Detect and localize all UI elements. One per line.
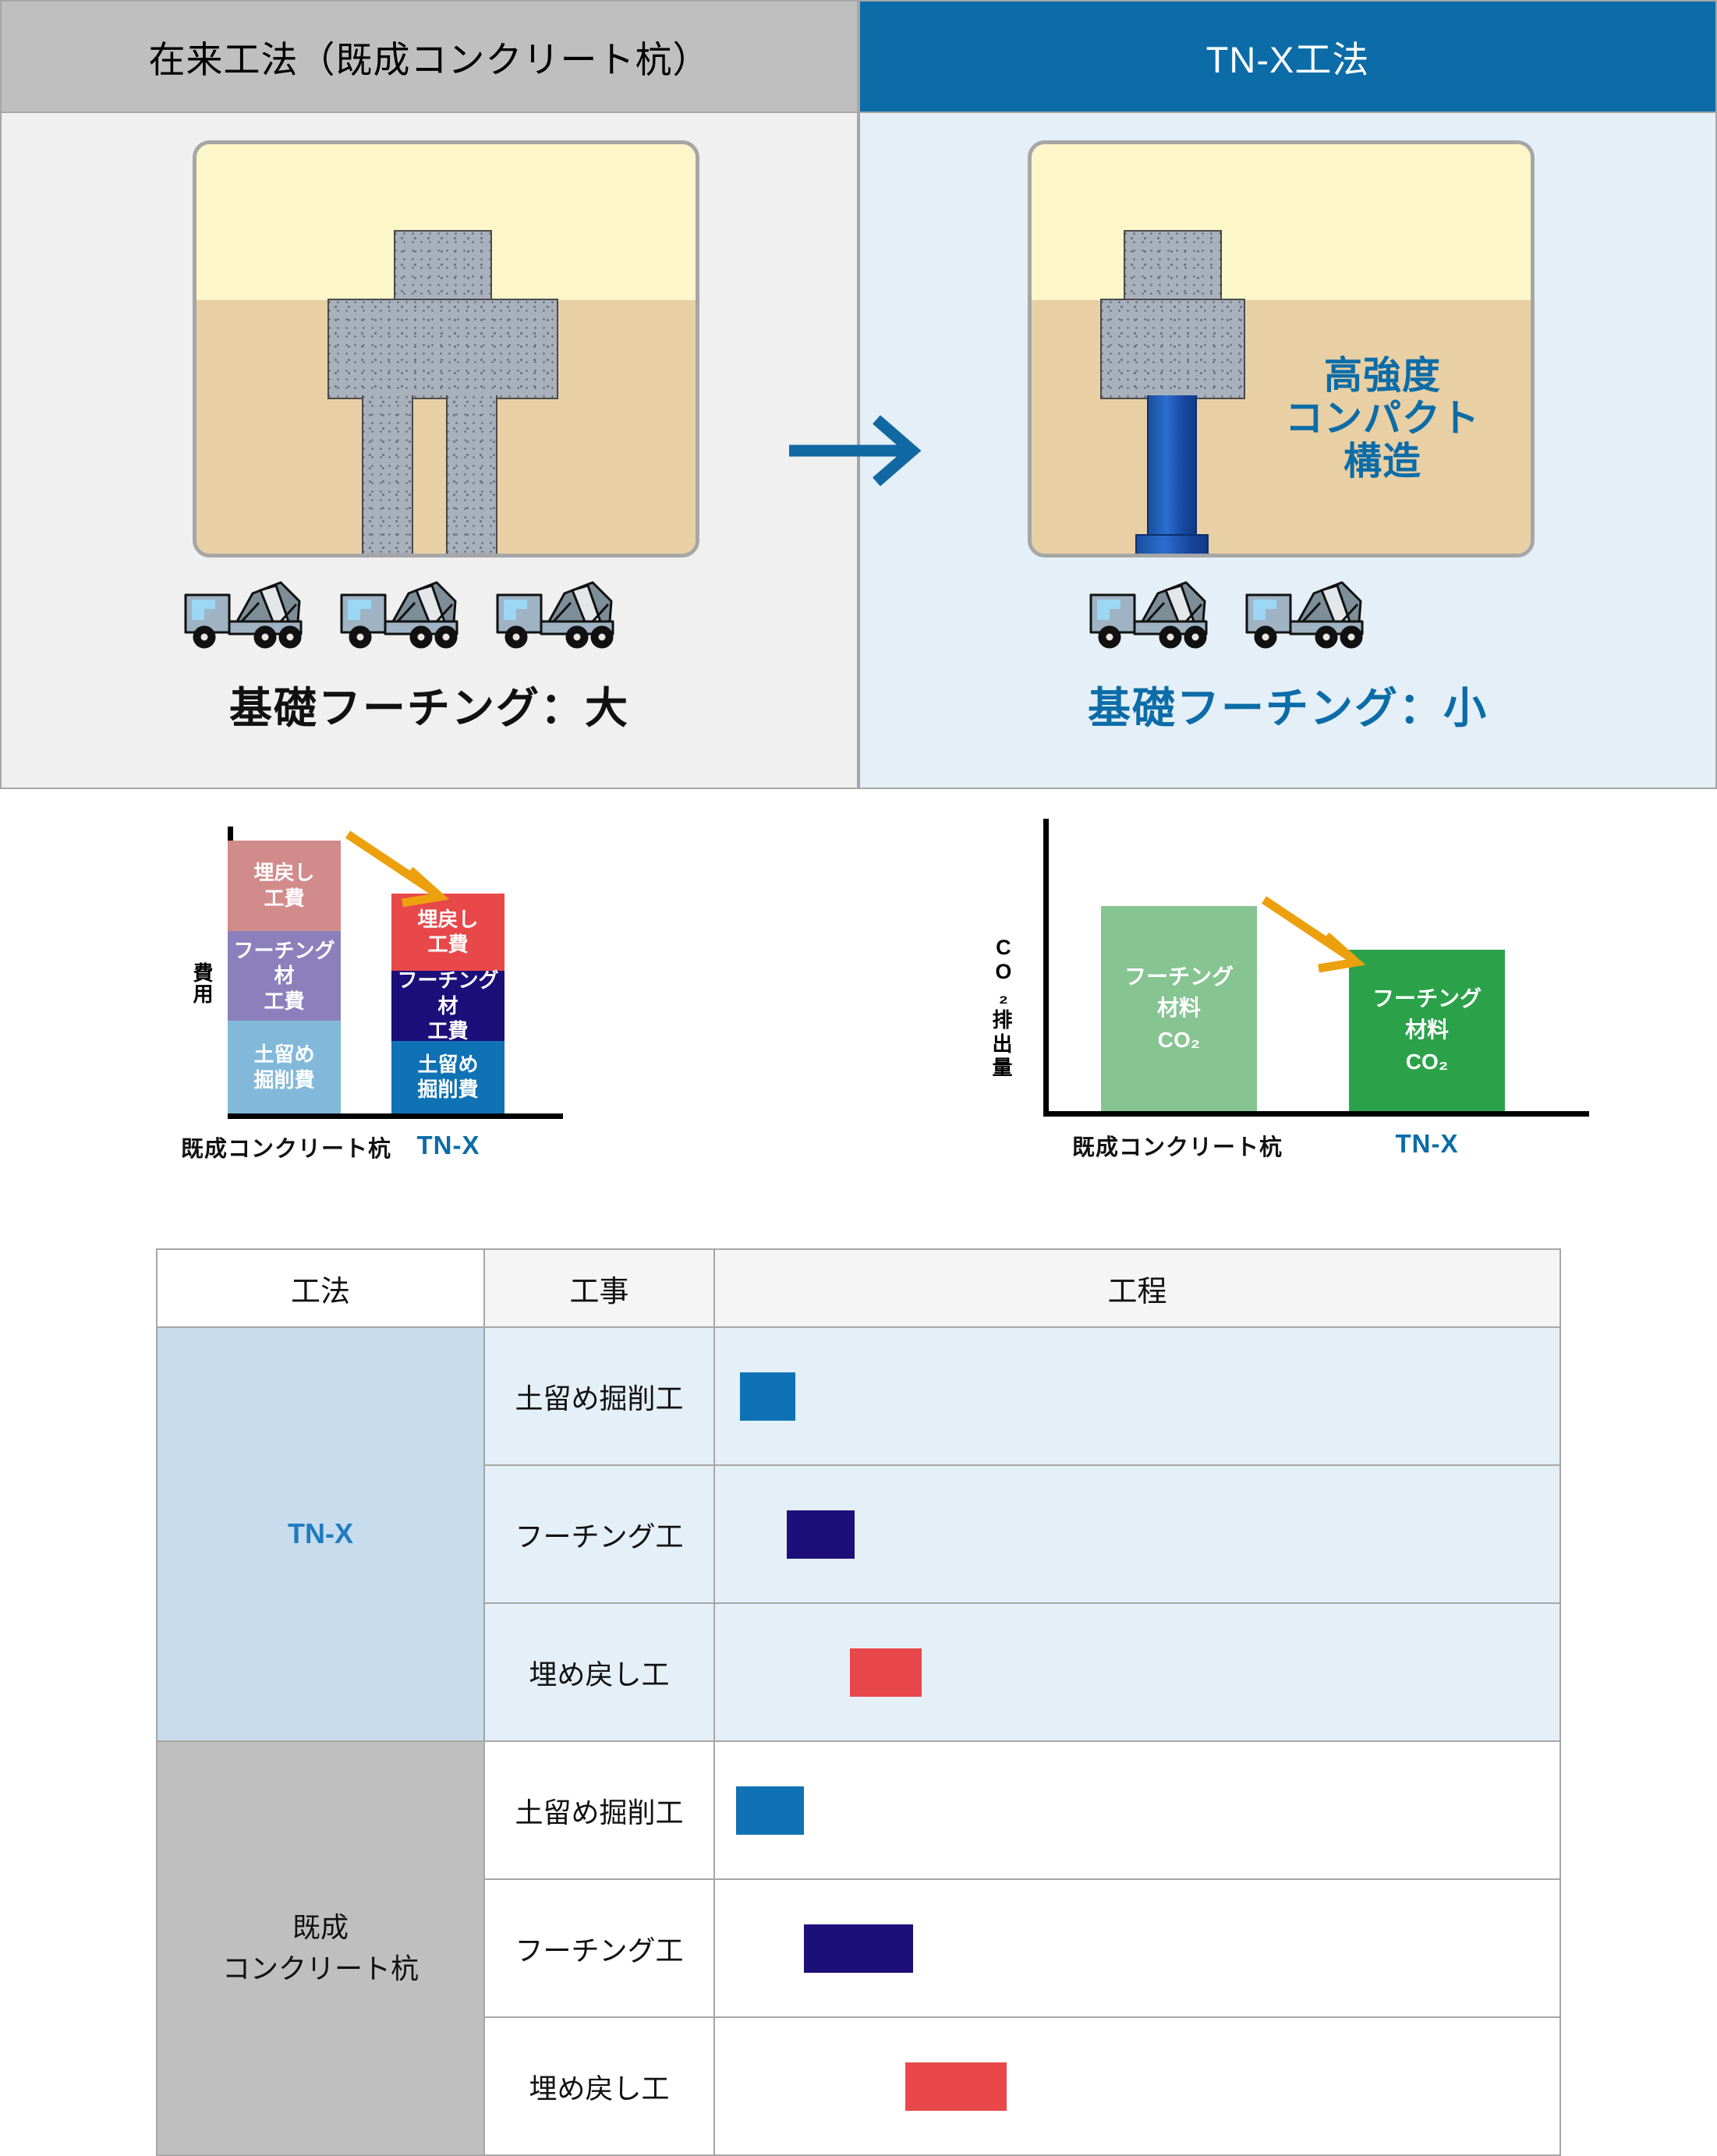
- concrete-mixer-truck-icon: [340, 581, 458, 649]
- gantt-bar-backfill: [905, 2062, 1007, 2111]
- cost-segment-footing-new: フーチング材 工費: [391, 968, 504, 1043]
- table-cell-schedule: [713, 2016, 1561, 2156]
- tnx-pile-shaft: [1147, 395, 1197, 551]
- cost-bar-conventional: 埋戻し 工費 フーチング材 工費 土留め 掘削費: [228, 841, 341, 1113]
- tnx-highlight-label: 高強度 コンパクト 構造: [1254, 355, 1511, 483]
- method-comparison-panel: 在来工法（既成コンクリート杭） TN-X工法: [0, 0, 1717, 789]
- soil-upper-layer: [1032, 144, 1531, 300]
- table-header-row: 工法 工事 工程: [156, 1248, 1561, 1328]
- table-cell-work: フーチング工: [483, 1878, 715, 2018]
- table-row: 埋め戻し工: [157, 1602, 1561, 1742]
- table-cell-schedule: [713, 1740, 1561, 1880]
- concrete-mixer-truck-icon: [1089, 581, 1208, 649]
- tnx-method-header: TN-X工法: [858, 0, 1717, 112]
- table-header-work: 工事: [483, 1248, 715, 1328]
- tnx-column: [1124, 230, 1222, 302]
- table-cell-work: フーチング工: [483, 1464, 715, 1604]
- table-cell-work: 埋め戻し工: [483, 1602, 715, 1742]
- conventional-pile-right: [446, 395, 497, 554]
- tnx-highlight-line-3: 構造: [1343, 440, 1421, 483]
- right-arrow-icon: [789, 415, 922, 487]
- conventional-truck-row: [181, 573, 625, 655]
- concrete-mixer-truck-icon: [1245, 581, 1364, 649]
- table-cell-schedule: [713, 1464, 1561, 1604]
- co2-bar-tnx: フーチング 材料 CO₂: [1349, 950, 1505, 1111]
- conventional-method-title: 在来工法（既成コンクリート杭）: [148, 39, 710, 80]
- conventional-method-header: 在来工法（既成コンクリート杭）: [0, 0, 858, 112]
- table-row: フーチング工: [157, 1464, 1561, 1604]
- table-cell-work: 土留め掘削工: [483, 1740, 715, 1880]
- table-row: TN-X 土留め掘削工: [156, 1326, 1561, 1742]
- conventional-footing-large: [327, 299, 558, 399]
- table-cell-schedule: [713, 1326, 1561, 1466]
- cost-segment-backfill-new: 埋戻し 工費: [391, 894, 504, 971]
- cost-chart-y-axis-label: 費 用: [193, 961, 214, 1007]
- table-header-schedule: 工程: [713, 1248, 1561, 1328]
- cost-segment-excavation-old: 土留め 掘削費: [228, 1021, 341, 1113]
- co2-bar-conventional: フーチング 材料 CO₂: [1101, 906, 1257, 1111]
- tnx-method-body: 高強度 コンパクト 構造: [858, 112, 1717, 789]
- co2-chart-x-axis: [1043, 1111, 1589, 1117]
- conventional-footing-caption: 基礎フーチング：大: [228, 684, 629, 732]
- cost-chart-xtick-conventional: 既成コンクリート杭: [180, 1137, 391, 1162]
- tnx-highlight-line-1: 高強度: [1323, 355, 1441, 397]
- tnx-footing-small: [1100, 299, 1245, 399]
- conventional-pile-left: [362, 395, 413, 554]
- co2-chart-y-axis: [1043, 819, 1049, 1115]
- co2-reduction-arrow-icon: [1261, 896, 1366, 973]
- conventional-cross-section-diagram: [193, 140, 699, 558]
- gantt-bar-footing: [803, 1924, 914, 1973]
- tnx-truck-row: [1086, 573, 1375, 655]
- tnx-pile-base: [1135, 534, 1209, 554]
- table-cell-work: 埋め戻し工: [483, 2016, 715, 2156]
- cost-reduction-arrow-icon: [345, 830, 450, 908]
- table-cell-work: 土留め掘削工: [483, 1326, 715, 1466]
- cost-segment-backfill-old: 埋戻し 工費: [228, 841, 341, 931]
- table-header-method: 工法: [156, 1248, 485, 1328]
- cost-bar-tnx: 埋戻し 工費 フーチング材 工費 土留め 掘削費: [391, 894, 504, 1113]
- conventional-method-body: 基礎フーチング：大: [0, 112, 858, 789]
- table-cell-schedule: [713, 1602, 1561, 1742]
- co2-chart-xtick-conventional: 既成コンクリート杭: [1071, 1135, 1283, 1160]
- cost-chart-x-axis: [228, 1113, 563, 1119]
- table-cell-schedule: [713, 1878, 1561, 2018]
- cost-chart-xtick-tnx: TN-X: [416, 1131, 480, 1159]
- construction-schedule-table: 工法 工事 工程 TN-X 土留め掘削工 フーチング工 埋め戻し工: [156, 1248, 1561, 2156]
- co2-chart-y-axis-label: CO₂ 排 出 量: [991, 936, 1015, 1080]
- tnx-footing-caption: 基礎フーチング：小: [1087, 684, 1488, 732]
- tnx-cross-section-diagram: 高強度 コンパクト 構造: [1028, 140, 1535, 558]
- cost-chart: 費 用 埋戻し 工費 フーチング材 工費 土留め 掘削費 埋戻し 工費 フーチン…: [94, 819, 764, 1216]
- co2-chart: CO₂ 排 出 量 フーチング 材料 CO₂ フーチング 材料 CO₂ 既成コン…: [990, 819, 1661, 1216]
- gantt-bar-backfill: [850, 1648, 922, 1697]
- table-group-label-conventional: 既成 コンクリート杭: [156, 1740, 485, 2156]
- tnx-highlight-line-2: コンパクト: [1284, 397, 1480, 440]
- concrete-mixer-truck-icon: [496, 581, 614, 649]
- conventional-column: [394, 230, 492, 302]
- table-row: フーチング工: [157, 1878, 1561, 2018]
- table-group-label-tnx: TN-X: [156, 1326, 485, 1742]
- co2-chart-xtick-tnx: TN-X: [1395, 1129, 1459, 1158]
- table-row: 既成 コンクリート杭 土留め掘削工: [156, 1740, 1561, 2156]
- cost-segment-excavation-new: 土留め 掘削費: [391, 1040, 504, 1113]
- gantt-bar-excavation: [740, 1372, 795, 1421]
- gantt-bar-excavation: [736, 1786, 804, 1835]
- gantt-bar-footing: [787, 1510, 855, 1559]
- cost-segment-footing-old: フーチング材 工費: [228, 930, 341, 1021]
- concrete-mixer-truck-icon: [184, 581, 303, 649]
- tnx-method-title: TN-X工法: [1205, 39, 1370, 80]
